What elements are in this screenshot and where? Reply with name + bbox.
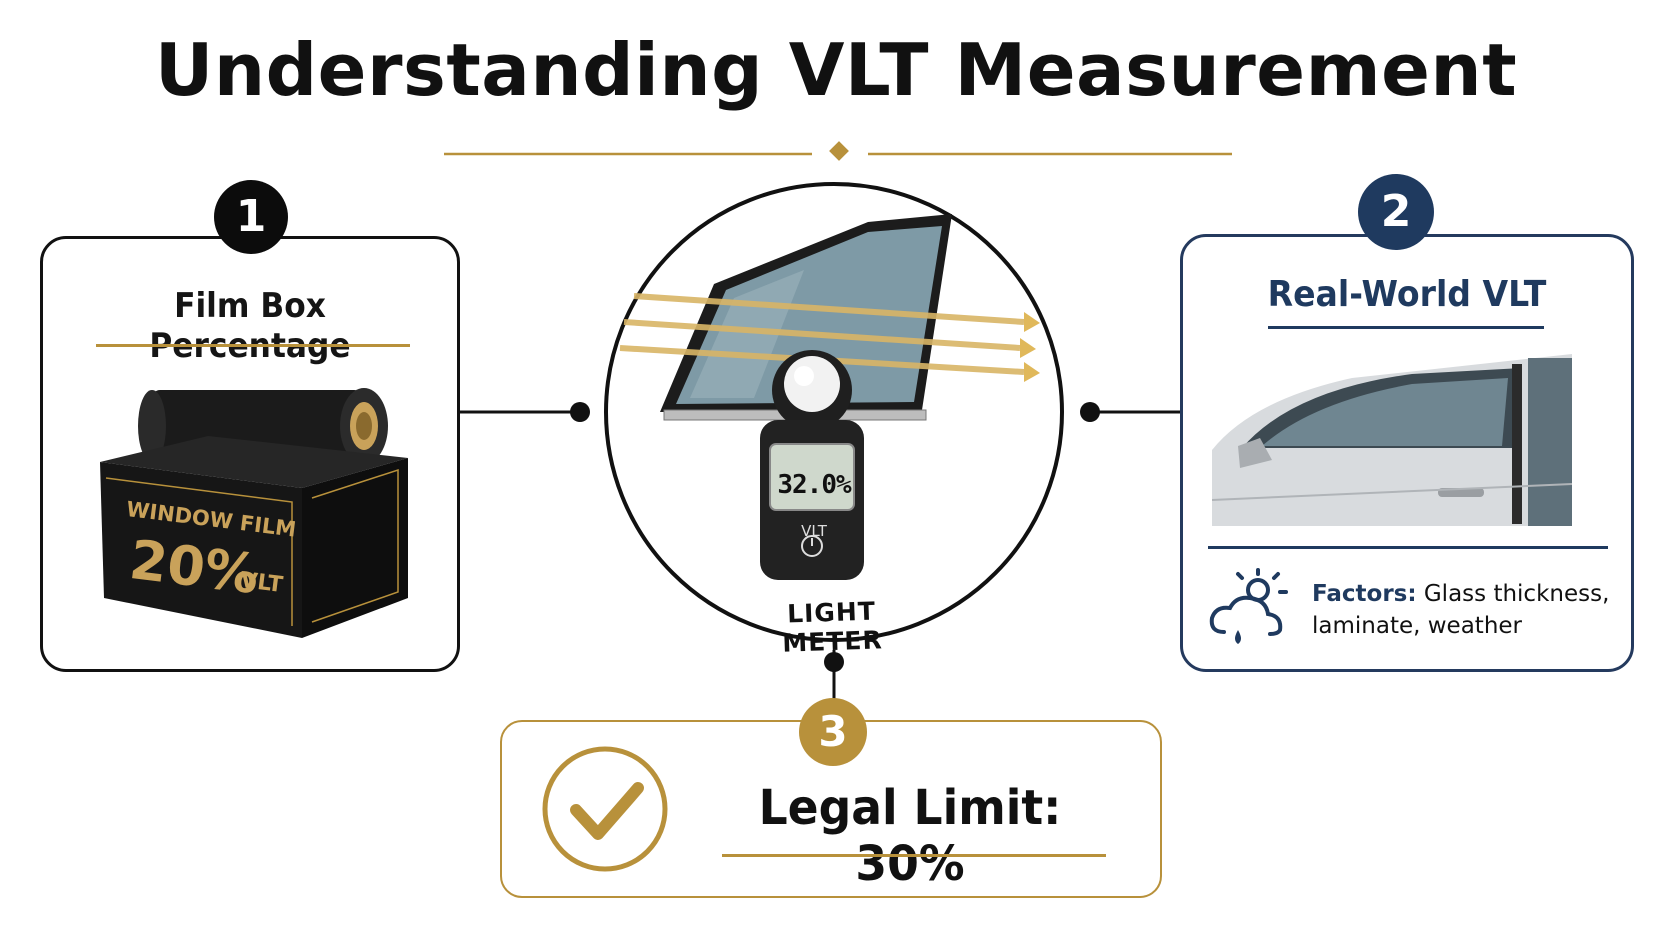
box-label-vlt: VLT <box>238 568 285 598</box>
title-divider <box>444 141 1232 161</box>
meter-reading-display: 32.0% <box>777 470 851 500</box>
step-badge-2: 2 <box>1358 174 1434 250</box>
checkmark-icon <box>542 746 668 872</box>
light-meter-caption: LIGHT METER <box>781 596 884 658</box>
factors-text: Factors: Glass thickness, laminate, weat… <box>1312 578 1612 642</box>
legal-limit-text: Legal Limit: 30% <box>758 780 1062 892</box>
legal-limit-underline <box>722 854 1106 857</box>
factors-divider <box>1208 546 1608 549</box>
weather-cloud-sun-rain-icon <box>1209 568 1288 644</box>
car-side-window-illustration <box>1212 354 1572 526</box>
film-box-heading-underline <box>96 344 410 347</box>
real-world-vlt-heading: Real-World VLT <box>1267 274 1547 315</box>
factors-label: Factors: <box>1312 581 1417 607</box>
factors-description: Glass thickness, laminate, weather <box>1312 581 1610 639</box>
film-box-heading: Film Box Percentage <box>149 286 351 366</box>
step-badge-3: 3 <box>799 698 867 766</box>
light-meter-illustration <box>604 182 1064 642</box>
step-badge-1: 1 <box>214 180 288 254</box>
meter-vlt-label: VLT <box>801 522 827 540</box>
window-film-box-illustration <box>100 388 408 638</box>
real-world-heading-underline <box>1268 326 1544 329</box>
page-title: Understanding VLT Measurement <box>154 28 1518 112</box>
